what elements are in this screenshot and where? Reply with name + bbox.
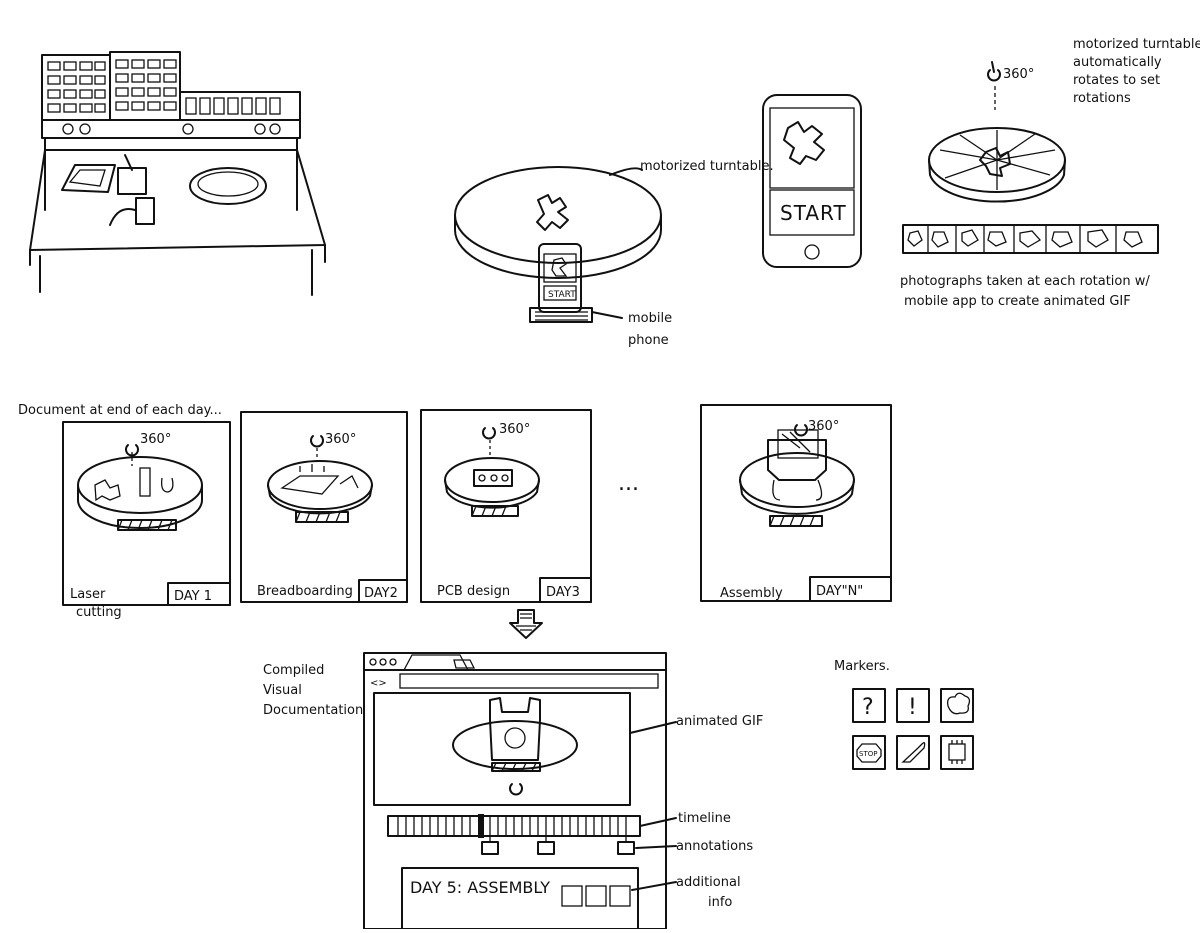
day-card-1: 360° DAY 1 Laser cutting xyxy=(62,421,231,620)
info-title: DAY 5: ASSEMBLY xyxy=(410,878,550,897)
phone-app-mockup: START xyxy=(762,94,862,268)
days-heading: Document at end of each day... xyxy=(18,403,222,418)
auto-rotate-line3: rotates to set xyxy=(1073,73,1160,88)
marker-question[interactable] xyxy=(852,688,886,723)
timeline-ticks xyxy=(397,816,627,836)
marker-idea[interactable] xyxy=(940,688,974,723)
day1-caption-line2: cutting xyxy=(76,605,122,620)
day-card-n: 360° DAY"N" Assembly xyxy=(700,404,892,602)
annotations-label: annotations xyxy=(676,839,753,854)
timeline-playhead[interactable] xyxy=(478,814,484,838)
day2-tag: DAY2 xyxy=(364,586,398,601)
dayn-caption-line1: Assembly xyxy=(720,586,783,601)
question-icon: ? xyxy=(862,695,874,720)
timeline-label: timeline xyxy=(678,811,731,826)
compiled-browser-window: Compiled Visual Documentation <> animate… xyxy=(263,652,763,930)
exclamation-icon: ! xyxy=(908,695,917,720)
info-label-line1: additional xyxy=(676,875,741,890)
phone-label-line2: phone xyxy=(628,333,669,348)
day-card-3: 360° DAY3 PCB design xyxy=(420,409,592,603)
workbench-sketch xyxy=(29,51,326,296)
info-thumb-1[interactable] xyxy=(561,885,583,907)
photos-caption-line1: photographs taken at each rotation w/ xyxy=(900,274,1150,289)
auto-rotate-line4: rotations xyxy=(1073,91,1131,106)
window-maximize-icon xyxy=(389,658,397,666)
markers-legend: Markers. ? ! STOP xyxy=(834,659,974,770)
app-start-button[interactable]: START xyxy=(780,201,847,225)
address-bar[interactable] xyxy=(399,673,659,689)
marker-stop[interactable] xyxy=(852,735,886,770)
tool-icon xyxy=(901,742,926,763)
dayn-rotation: 360° xyxy=(808,419,839,434)
browser-side-line2: Visual xyxy=(263,683,302,698)
stop-sign-icon xyxy=(856,743,882,763)
days-ellipsis: ... xyxy=(618,471,639,496)
marker-tool[interactable] xyxy=(896,735,930,770)
window-minimize-icon xyxy=(379,658,387,666)
day3-rotation: 360° xyxy=(499,422,530,437)
info-thumb-3[interactable] xyxy=(609,885,631,907)
photo-filmstrip: photographs taken at each rotation w/ mo… xyxy=(900,224,1159,309)
day2-caption-line1: Breadboarding xyxy=(257,584,353,599)
down-arrow-icon xyxy=(509,609,543,639)
day-card-2: 360° DAY2 Breadboarding xyxy=(240,411,408,603)
day1-tag: DAY 1 xyxy=(174,589,212,604)
day1-caption-line1: Laser xyxy=(70,587,106,602)
auto-rotate-line2: automatically xyxy=(1073,55,1162,70)
annotation-marker-2[interactable] xyxy=(537,841,555,855)
rotating-turntable: 360° motorized turntable automatically r… xyxy=(928,37,1200,203)
annotation-marker-3[interactable] xyxy=(617,841,635,855)
marker-chip[interactable] xyxy=(940,735,974,770)
phone-label-line1: mobile xyxy=(628,311,672,326)
stop-text: STOP xyxy=(859,750,877,758)
code-icon: <> xyxy=(370,678,387,689)
info-thumb-2[interactable] xyxy=(585,885,607,907)
phone-start-text: START xyxy=(548,290,576,300)
turntable-with-phone: motorized turntable. START mobile phone xyxy=(454,159,774,348)
window-close-icon xyxy=(369,658,377,666)
rotation-label: 360° xyxy=(1003,67,1034,82)
auto-rotate-line1: motorized turntable xyxy=(1073,37,1200,52)
info-label-line2: info xyxy=(708,895,732,910)
cloud-icon xyxy=(947,692,971,715)
markers-title: Markers. xyxy=(834,659,890,674)
marker-exclamation[interactable] xyxy=(896,688,930,723)
day1-rotation: 360° xyxy=(140,432,171,447)
chip-icon xyxy=(948,743,966,761)
browser-side-line1: Compiled xyxy=(263,663,324,678)
photos-caption-line2: mobile app to create animated GIF xyxy=(904,294,1131,309)
gif-panel xyxy=(373,692,631,806)
day2-rotation: 360° xyxy=(325,432,356,447)
day3-tag: DAY3 xyxy=(546,585,580,600)
day3-caption-line1: PCB design xyxy=(437,584,510,599)
gif-label: animated GIF xyxy=(676,714,763,729)
browser-side-line3: Documentation xyxy=(263,703,363,718)
turntable-label-line1: motorized turntable. xyxy=(640,159,774,174)
dayn-tag: DAY"N" xyxy=(816,584,863,599)
annotation-marker-1[interactable] xyxy=(481,841,499,855)
